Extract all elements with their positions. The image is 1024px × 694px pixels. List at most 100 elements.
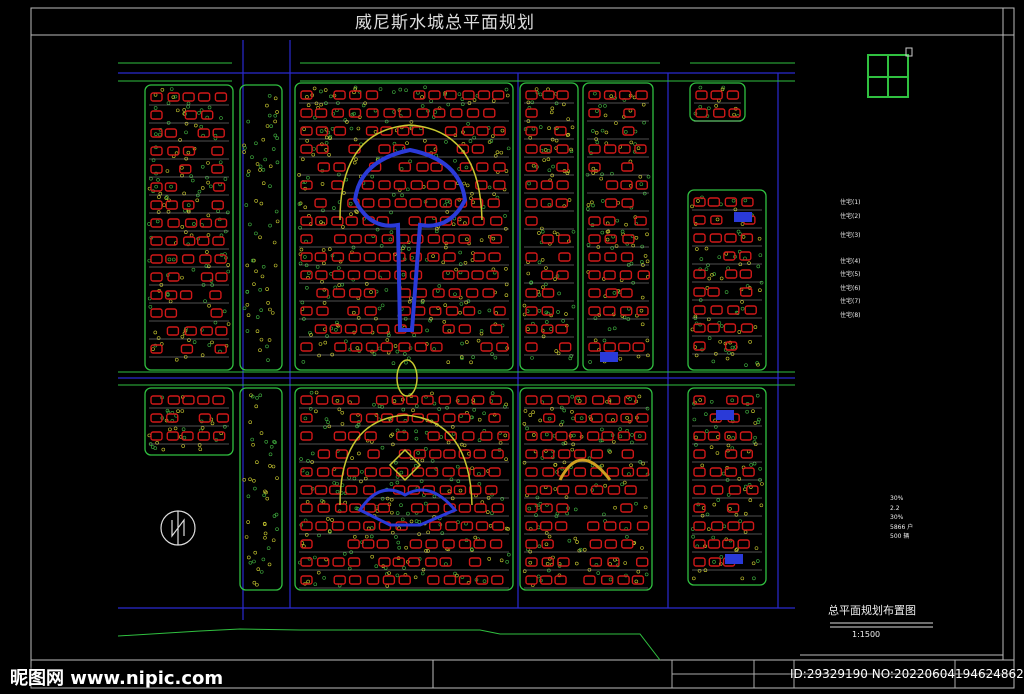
building <box>333 575 346 585</box>
building <box>603 270 616 280</box>
building <box>620 413 633 423</box>
building <box>167 272 180 282</box>
building <box>618 144 631 154</box>
building <box>693 305 706 315</box>
building <box>331 108 345 118</box>
building <box>466 108 480 118</box>
block-outline <box>239 387 283 591</box>
building <box>344 324 358 334</box>
building <box>554 521 568 531</box>
residential-blocks <box>144 82 767 591</box>
building <box>196 236 210 246</box>
building <box>363 270 377 280</box>
building <box>637 270 650 280</box>
building <box>425 557 438 567</box>
table-cell: 30% <box>890 495 904 502</box>
index-table-lower: 30% 2.2 30% 5866 户 500 辆 <box>890 494 913 542</box>
building <box>430 342 443 352</box>
building <box>429 306 442 316</box>
building <box>525 198 538 208</box>
building <box>396 467 409 477</box>
building <box>525 252 538 262</box>
block-outline <box>687 189 767 371</box>
building <box>480 342 493 352</box>
building <box>444 431 457 441</box>
building <box>458 503 472 513</box>
building <box>746 485 759 495</box>
building <box>376 324 390 334</box>
building <box>416 108 429 118</box>
drawing-title: 威尼斯水城总平面规划 <box>355 13 535 33</box>
building <box>737 539 750 549</box>
building <box>488 252 501 262</box>
building <box>167 92 180 102</box>
building <box>587 521 600 531</box>
building <box>363 485 376 495</box>
building <box>603 306 616 316</box>
building <box>726 395 739 405</box>
building <box>375 395 389 405</box>
building <box>453 485 467 495</box>
building <box>476 162 489 172</box>
building <box>350 342 363 352</box>
building <box>347 539 360 549</box>
building <box>617 575 630 585</box>
building <box>347 395 360 405</box>
building <box>586 431 600 441</box>
building <box>557 557 570 567</box>
building <box>380 342 393 352</box>
building <box>210 308 223 318</box>
building <box>329 485 342 495</box>
building <box>347 270 361 280</box>
building <box>300 216 313 226</box>
building <box>363 521 376 531</box>
building <box>724 233 737 243</box>
building <box>539 521 553 531</box>
building <box>726 90 740 100</box>
building <box>214 344 227 354</box>
building <box>314 198 327 208</box>
building <box>150 272 163 282</box>
building <box>621 198 634 208</box>
building <box>347 521 361 531</box>
building <box>525 324 538 334</box>
building <box>632 342 645 352</box>
building <box>456 395 469 405</box>
building <box>421 395 434 405</box>
building <box>378 144 391 154</box>
building <box>329 324 343 334</box>
building <box>164 290 178 300</box>
building <box>493 162 506 172</box>
building <box>693 233 706 243</box>
building <box>215 326 228 336</box>
building <box>621 539 634 549</box>
building <box>365 126 379 136</box>
building <box>477 90 491 100</box>
block-outline <box>519 82 579 371</box>
building <box>540 180 554 190</box>
building <box>331 395 345 405</box>
building <box>693 521 706 531</box>
building <box>462 306 476 316</box>
building <box>525 144 538 154</box>
building <box>426 180 440 190</box>
building <box>300 467 313 477</box>
building <box>713 108 726 118</box>
building <box>605 288 618 298</box>
building <box>211 200 224 210</box>
building <box>300 90 313 100</box>
building <box>539 575 553 585</box>
building <box>485 485 498 495</box>
building <box>724 467 738 477</box>
building <box>540 503 553 513</box>
building <box>393 180 407 190</box>
building <box>316 144 329 154</box>
building <box>392 557 405 567</box>
building <box>621 449 634 459</box>
building <box>197 431 210 441</box>
building <box>333 126 347 136</box>
scale-label: 1:1500 <box>852 630 881 639</box>
building <box>409 198 422 208</box>
building <box>693 557 706 567</box>
building <box>214 92 228 102</box>
